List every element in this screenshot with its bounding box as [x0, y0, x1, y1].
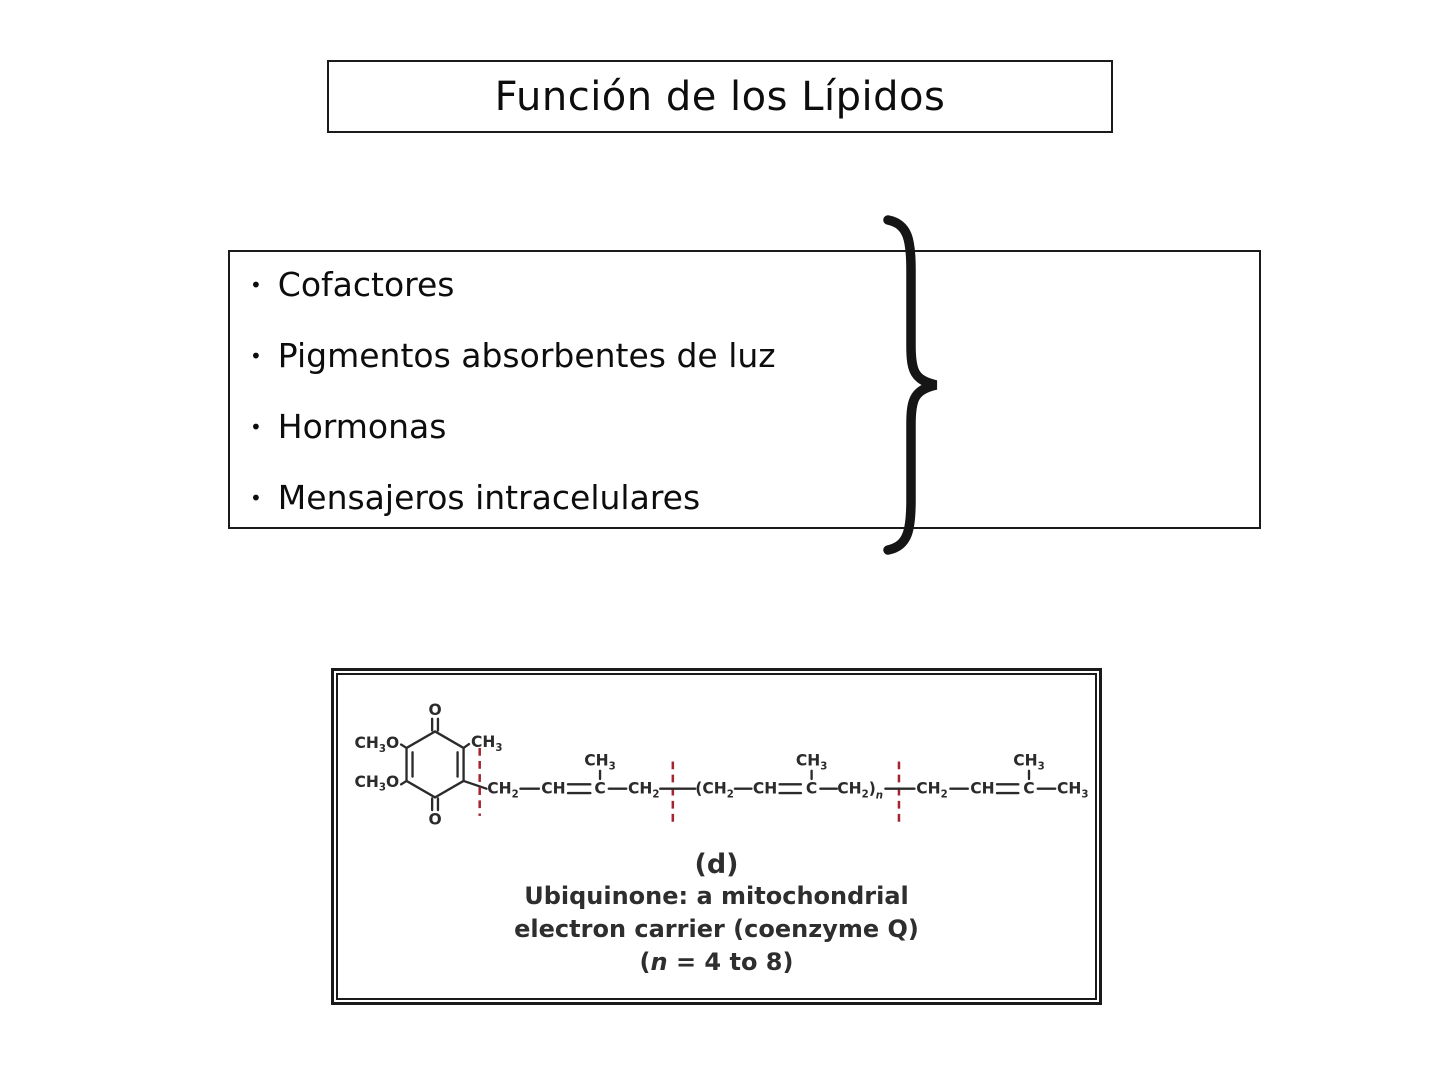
caption-n-open: ( [639, 948, 651, 976]
page-title: Función de los Lípidos [494, 73, 946, 120]
brace-path [883, 215, 938, 555]
chain-atom-group: CH [541, 780, 565, 798]
list-item: • Pigmentos absorbentes de luz [250, 320, 1259, 391]
quinone-ring [405, 730, 465, 799]
figure-caption-n: (n = 4 to 8) [338, 946, 1095, 979]
substituent-bond-line [462, 742, 471, 750]
bullet-icon: • [250, 414, 262, 439]
caption-n-rest: = 4 to 8) [667, 948, 794, 976]
figure-inner-border: O O CH3O CH3O CH3 [336, 673, 1097, 1000]
substituent-bond-line [399, 743, 408, 750]
oxygen-label-bottom: O [428, 811, 441, 829]
chain-atom-group: C [806, 780, 817, 798]
methoxy-lower-label: CH3O [354, 773, 399, 794]
chain-atom-group: CH2 [628, 780, 659, 801]
figure-box: O O CH3O CH3O CH3 [331, 668, 1102, 1005]
caption-n-var: n [650, 948, 668, 976]
figure-caption-line1: Ubiquinone: a mitochondrial [524, 882, 909, 910]
chain-bond-line [462, 779, 488, 790]
chain-atom-group: CH2 [916, 780, 947, 801]
bullet-icon: • [250, 272, 262, 297]
figure-panel-label: (d) [694, 849, 739, 880]
list-item-label: Cofactores [277, 265, 455, 304]
isoprene-methyl-label: CH3 [1013, 751, 1044, 772]
list-item-label: Pigmentos absorbentes de luz [277, 336, 776, 375]
list-item: • Cofactores [250, 249, 1259, 320]
chain-atom-group: C [594, 780, 605, 798]
title-box: Función de los Lípidos [327, 60, 1113, 133]
chain-atom-group: CH2 [487, 780, 518, 801]
bullet-icon: • [250, 485, 262, 510]
chain-atom-group: CH2)n [837, 780, 883, 802]
list-item: • Hormonas [250, 391, 1259, 462]
chain-atom-group: (CH2 [695, 780, 734, 801]
list-item: • Mensajeros intracelulares [250, 462, 1259, 533]
chain-atom-group: CH [970, 780, 994, 798]
functions-list-box: • Cofactores • Pigmentos absorbentes de … [228, 250, 1261, 529]
figure-caption-line2: electron carrier (coenzyme Q) [514, 915, 919, 943]
grouping-brace-icon [883, 215, 938, 555]
ring-methyl-label: CH3 [471, 733, 502, 754]
chain-atom-group: C [1023, 780, 1034, 798]
isoprene-methyl-label: CH3 [796, 751, 827, 772]
list-item-label: Hormonas [277, 407, 447, 446]
ubiquinone-structure-diagram: O O CH3O CH3O CH3 [354, 701, 1088, 829]
list-item-label: Mensajeros intracelulares [277, 478, 701, 517]
substituent-bond-line [399, 779, 408, 786]
chain-atom-group: CH3 [1057, 780, 1088, 801]
bullet-icon: • [250, 343, 262, 368]
methoxy-upper-label: CH3O [354, 734, 399, 755]
chain-atom-group: CH [753, 780, 777, 798]
oxygen-label-top: O [428, 701, 441, 719]
isoprene-methyl-label: CH3 [584, 751, 615, 772]
